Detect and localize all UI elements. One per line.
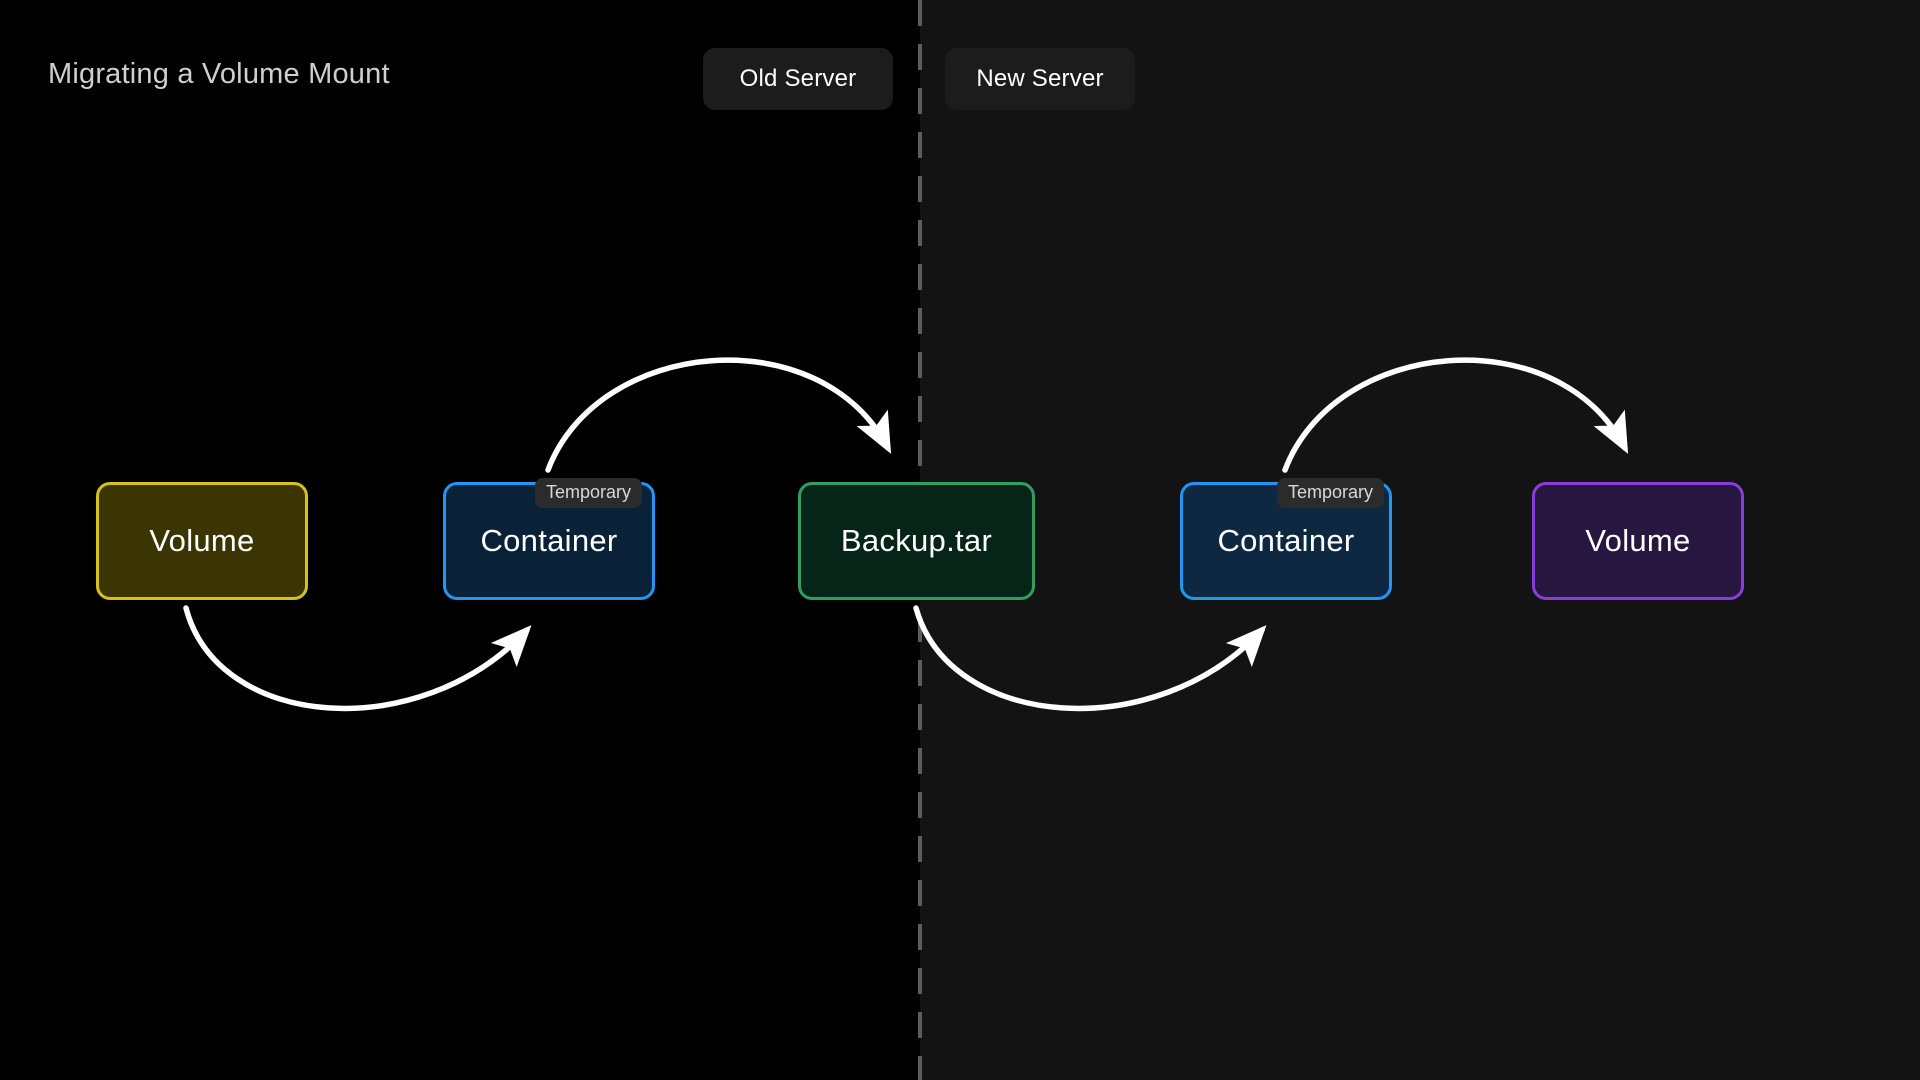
node-volume-dest-label: Volume — [1585, 523, 1691, 558]
node-backup-archive[interactable]: Backup.tar — [798, 482, 1035, 600]
page-title: Migrating a Volume Mount — [48, 58, 390, 90]
badge-temporary-source: Temporary — [535, 478, 643, 508]
node-volume-source-label: Volume — [149, 523, 255, 558]
node-volume-dest[interactable]: Volume — [1532, 482, 1744, 600]
badge-temporary-dest: Temporary — [1277, 478, 1385, 508]
zone-label-new-server: New Server — [945, 48, 1135, 110]
node-backup-archive-label: Backup.tar — [840, 523, 993, 558]
zone-background-new-server — [920, 0, 1920, 1080]
node-container-source-label: Container — [480, 523, 618, 558]
zone-label-old-server: Old Server — [703, 48, 893, 110]
node-volume-source[interactable]: Volume — [96, 482, 308, 600]
node-container-dest-label: Container — [1217, 523, 1355, 558]
